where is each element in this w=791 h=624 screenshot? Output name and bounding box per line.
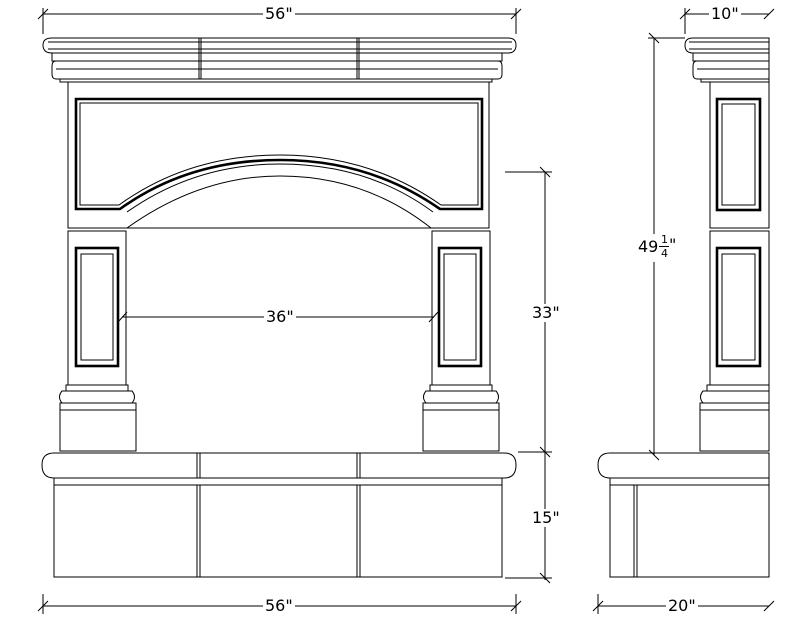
- label-opening-width: 36": [264, 307, 296, 326]
- front-elevation: [37, 8, 552, 614]
- frieze-panel: [67, 81, 490, 229]
- label-side-height: 49 1 4 ": [636, 234, 676, 262]
- label-side-height-frac-num: 1: [661, 233, 668, 246]
- hearth-base: [53, 484, 503, 578]
- mantel-shelf: [42, 37, 517, 83]
- side-upper-panel: [709, 81, 770, 229]
- side-hearth: [597, 452, 770, 578]
- fireplace-opening: [126, 175, 432, 229]
- left-pilaster: [59, 230, 137, 452]
- label-side-height-frac-den: 4: [661, 247, 668, 260]
- label-bottom-width: 56": [263, 596, 295, 615]
- label-side-height-unit: ": [669, 235, 677, 254]
- label-side-height-whole: 49: [638, 237, 659, 256]
- side-elevation: [592, 8, 775, 614]
- hearth-cap: [41, 452, 517, 486]
- label-top-width: 56": [263, 4, 295, 23]
- label-opening-height: 33": [530, 303, 562, 322]
- fraction-bar: [659, 246, 669, 247]
- side-lower-panel: [699, 230, 770, 452]
- right-pilaster: [422, 230, 500, 452]
- label-side-depth-top: 10": [709, 4, 741, 23]
- label-hearth-height: 15": [530, 508, 562, 527]
- side-mantel-shelf: [684, 37, 770, 83]
- label-side-depth-bottom: 20": [666, 596, 698, 615]
